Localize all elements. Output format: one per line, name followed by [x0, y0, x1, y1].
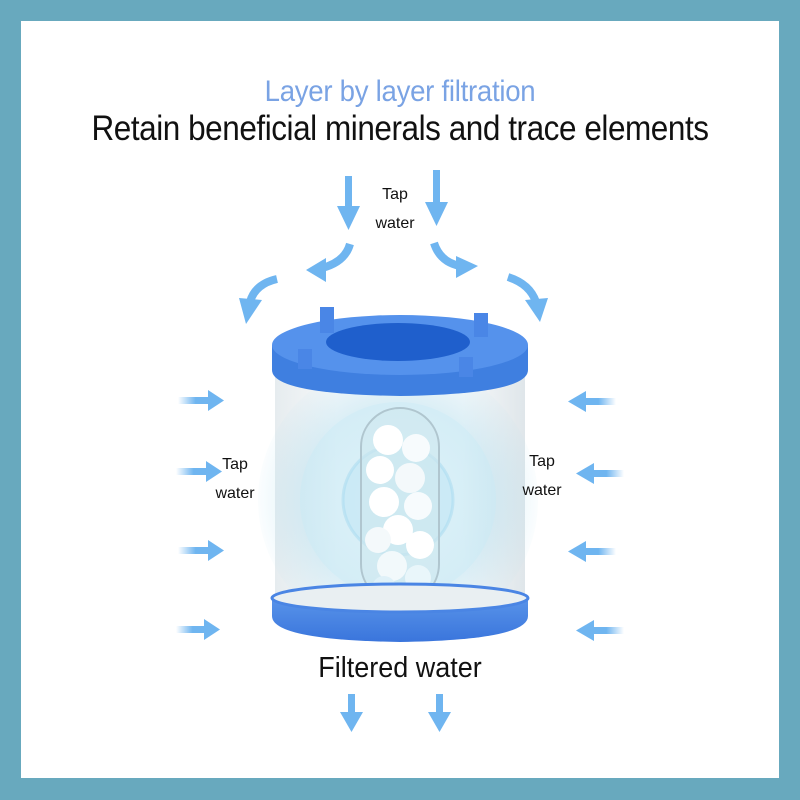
- arrow-left-icon: [576, 620, 624, 641]
- label-line: Tap: [382, 186, 408, 203]
- arrow-left-icon: [568, 541, 616, 562]
- label-line: Tap: [529, 453, 555, 470]
- cap-tab: [459, 357, 473, 377]
- arrow-down-icon: [425, 170, 448, 226]
- arrow-right-icon: [178, 390, 224, 411]
- cap-tab: [474, 313, 488, 337]
- curved-arrow-head-icon: [456, 256, 478, 278]
- filtered-water-label: Filtered water: [318, 652, 482, 684]
- page-title: Retain beneficial minerals and trace ele…: [91, 109, 709, 148]
- tap-water-label-right: Tap water: [512, 447, 572, 505]
- subtitle: Layer by layer filtration: [264, 75, 536, 108]
- cap-tab: [298, 349, 312, 369]
- filter-cartridge: [258, 307, 538, 642]
- cap-tab: [320, 307, 334, 333]
- curved-arrow-head-icon: [239, 298, 262, 324]
- label-line: water: [215, 485, 255, 502]
- content-panel: Layer by layer filtration Retain benefic…: [21, 21, 779, 778]
- mineral-window: [360, 407, 440, 604]
- arrow-left-icon: [568, 391, 616, 412]
- curved-arrow-head-icon: [306, 258, 326, 282]
- label-line: Tap: [222, 456, 248, 473]
- curved-arrow-icon: [506, 273, 540, 304]
- curved-arrow-head-icon: [525, 298, 548, 322]
- arrow-down-icon: [428, 694, 451, 732]
- arrow-right-icon: [178, 540, 224, 561]
- arrow-right-icon: [176, 619, 220, 640]
- arrow-down-icon: [337, 176, 360, 230]
- tap-water-label-top: Tap water: [365, 180, 425, 238]
- label-line: water: [522, 482, 562, 499]
- arrow-down-icon: [340, 694, 363, 732]
- curved-arrow-icon: [246, 275, 279, 304]
- tap-water-label-left: Tap water: [205, 450, 265, 508]
- arrow-right-icon: [176, 461, 222, 482]
- label-line: water: [375, 215, 415, 232]
- filtration-diagram: [176, 170, 624, 732]
- filter-opening: [326, 323, 470, 361]
- curved-arrow-icon: [320, 242, 354, 272]
- arrow-left-icon: [576, 463, 624, 484]
